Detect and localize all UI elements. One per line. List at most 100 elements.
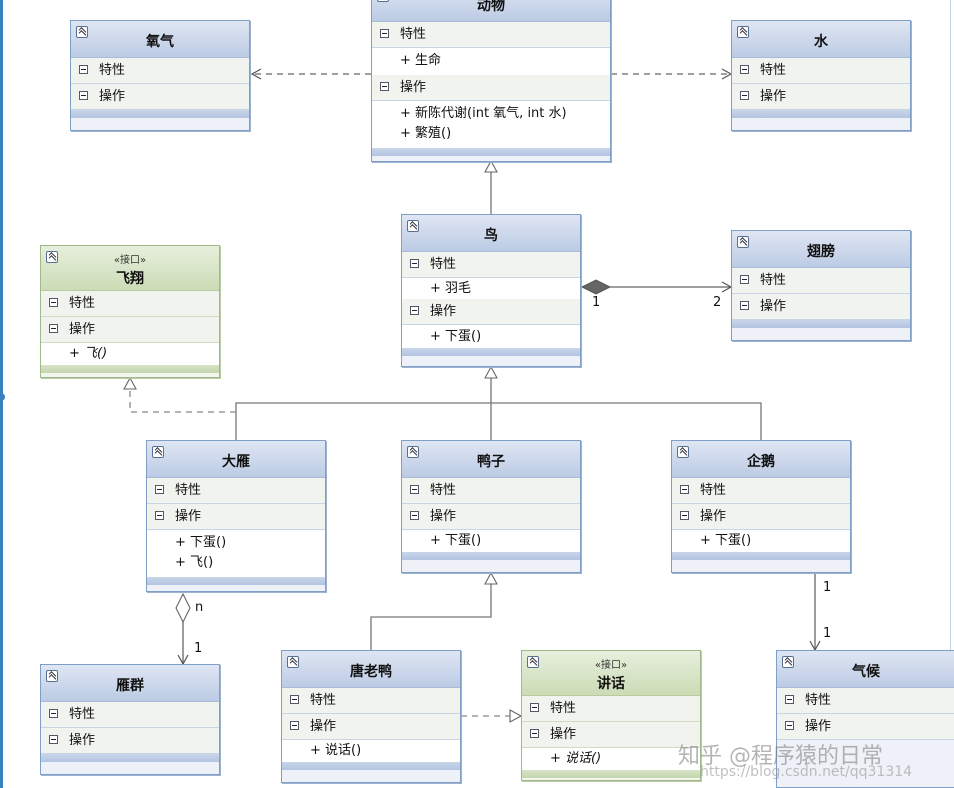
minus-toggle-icon[interactable] [740, 275, 749, 284]
minus-toggle-icon[interactable] [79, 65, 88, 74]
resize-handle[interactable] [0, 393, 5, 401]
collapse-icon[interactable] [76, 26, 88, 38]
operation-item[interactable]: + 下蛋() [700, 533, 752, 548]
minus-toggle-icon[interactable] [410, 485, 419, 494]
operations-section[interactable]: 操作 [732, 84, 910, 110]
minus-toggle-icon[interactable] [680, 511, 689, 520]
minus-toggle-icon[interactable] [530, 729, 539, 738]
operations-section[interactable]: 操作 [147, 504, 325, 530]
class-header[interactable]: 动物 [372, 0, 610, 22]
class-duck[interactable]: 鸭子 特性 操作 + 下蛋() [401, 440, 581, 573]
collapse-icon[interactable] [46, 670, 58, 682]
operations-section[interactable]: 操作 [402, 504, 580, 530]
collapse-icon[interactable] [377, 0, 389, 2]
attributes-section[interactable]: 特性 [402, 478, 580, 504]
collapse-icon[interactable] [737, 26, 749, 38]
operation-item[interactable]: + 飞() [69, 346, 108, 361]
class-bird[interactable]: 鸟 特性 + 羽毛 操作 + 下蛋() [401, 214, 581, 367]
minus-toggle-icon[interactable] [680, 485, 689, 494]
class-header[interactable]: «接口» 飞翔 [41, 246, 219, 291]
operation-item[interactable]: + 下蛋() [175, 535, 227, 550]
attributes-section[interactable]: 特性 [372, 22, 610, 48]
operations-section[interactable]: 操作 [732, 294, 910, 320]
generalization-tree[interactable] [235, 402, 762, 440]
class-goose-flock[interactable]: 雁群 特性 操作 [40, 664, 220, 775]
attributes-section[interactable]: 特性 [732, 268, 910, 294]
collapse-icon[interactable] [677, 446, 689, 458]
attributes-section[interactable]: 特性 [402, 252, 580, 278]
minus-toggle-icon[interactable] [410, 259, 419, 268]
minus-toggle-icon[interactable] [49, 709, 58, 718]
minus-toggle-icon[interactable] [49, 298, 58, 307]
collapse-icon[interactable] [152, 446, 164, 458]
attributes-section[interactable]: 特性 [732, 58, 910, 84]
operation-item[interactable]: + 繁殖() [400, 126, 452, 141]
operations-section[interactable]: 操作 [777, 714, 954, 740]
realization-goose-fly[interactable] [123, 376, 236, 413]
minus-toggle-icon[interactable] [79, 91, 88, 100]
minus-toggle-icon[interactable] [530, 703, 539, 712]
attributes-section[interactable]: 特性 [71, 58, 249, 84]
class-water[interactable]: 水 特性 操作 [731, 20, 911, 131]
class-animal[interactable]: 动物 特性 + 生命 操作 + 新陈代谢(int 氧气, int 水) + 繁殖… [371, 0, 611, 162]
operation-item[interactable]: + 说话() [550, 751, 602, 766]
collapse-icon[interactable] [407, 220, 419, 232]
class-oxygen[interactable]: 氧气 特性 操作 [70, 20, 250, 131]
class-wing[interactable]: 翅膀 特性 操作 [731, 230, 911, 341]
class-header[interactable]: 唐老鸭 [282, 651, 460, 688]
operation-item[interactable]: + 新陈代谢(int 氧气, int 水) [400, 106, 567, 121]
minus-toggle-icon[interactable] [410, 306, 419, 315]
attribute-item[interactable]: + 生命 [400, 53, 442, 68]
minus-toggle-icon[interactable] [49, 735, 58, 744]
operations-section[interactable]: 操作 [372, 75, 610, 101]
operation-item[interactable]: + 下蛋() [430, 533, 482, 548]
operations-section[interactable]: 操作 [672, 504, 850, 530]
operation-item[interactable]: + 下蛋() [430, 329, 482, 344]
collapse-icon[interactable] [46, 251, 58, 263]
class-header[interactable]: 水 [732, 21, 910, 58]
attributes-section[interactable]: 特性 [282, 688, 460, 714]
minus-toggle-icon[interactable] [410, 511, 419, 520]
minus-toggle-icon[interactable] [380, 82, 389, 91]
minus-toggle-icon[interactable] [49, 324, 58, 333]
collapse-icon[interactable] [737, 236, 749, 248]
interface-speak[interactable]: «接口» 讲话 特性 操作 + 说话() [521, 650, 701, 781]
minus-toggle-icon[interactable] [380, 29, 389, 38]
class-header[interactable]: 雁群 [41, 665, 219, 702]
minus-toggle-icon[interactable] [155, 485, 164, 494]
class-header[interactable]: 翅膀 [732, 231, 910, 268]
operation-item[interactable]: + 飞() [175, 555, 214, 570]
class-climate[interactable]: 气候 特性 操作 [776, 650, 954, 788]
operations-section[interactable]: 操作 [41, 317, 219, 343]
collapse-icon[interactable] [527, 656, 539, 668]
minus-toggle-icon[interactable] [785, 721, 794, 730]
generalization-donald-duck[interactable] [370, 571, 498, 650]
attributes-section[interactable]: 特性 [41, 291, 219, 317]
minus-toggle-icon[interactable] [155, 511, 164, 520]
class-header[interactable]: 鸟 [402, 215, 580, 252]
attributes-section[interactable]: 特性 [777, 688, 954, 714]
minus-toggle-icon[interactable] [740, 65, 749, 74]
collapse-icon[interactable] [287, 656, 299, 668]
collapse-icon[interactable] [407, 446, 419, 458]
class-header[interactable]: 鸭子 [402, 441, 580, 478]
minus-toggle-icon[interactable] [290, 695, 299, 704]
class-header[interactable]: «接口» 讲话 [522, 651, 700, 696]
operations-section[interactable]: 操作 [402, 299, 580, 325]
attributes-section[interactable]: 特性 [41, 702, 219, 728]
operation-item[interactable]: + 说话() [310, 743, 362, 758]
minus-toggle-icon[interactable] [290, 721, 299, 730]
operations-section[interactable]: 操作 [282, 714, 460, 740]
operations-section[interactable]: 操作 [522, 722, 700, 748]
operations-section[interactable]: 操作 [71, 84, 249, 110]
class-header[interactable]: 企鹅 [672, 441, 850, 478]
collapse-icon[interactable] [782, 656, 794, 668]
attributes-section[interactable]: 特性 [672, 478, 850, 504]
interface-fly[interactable]: «接口» 飞翔 特性 操作 + 飞() [40, 245, 220, 378]
minus-toggle-icon[interactable] [740, 91, 749, 100]
class-header[interactable]: 氧气 [71, 21, 249, 58]
minus-toggle-icon[interactable] [740, 301, 749, 310]
operations-section[interactable]: 操作 [41, 728, 219, 754]
class-header[interactable]: 气候 [777, 651, 954, 688]
attribute-item[interactable]: + 羽毛 [430, 281, 472, 296]
